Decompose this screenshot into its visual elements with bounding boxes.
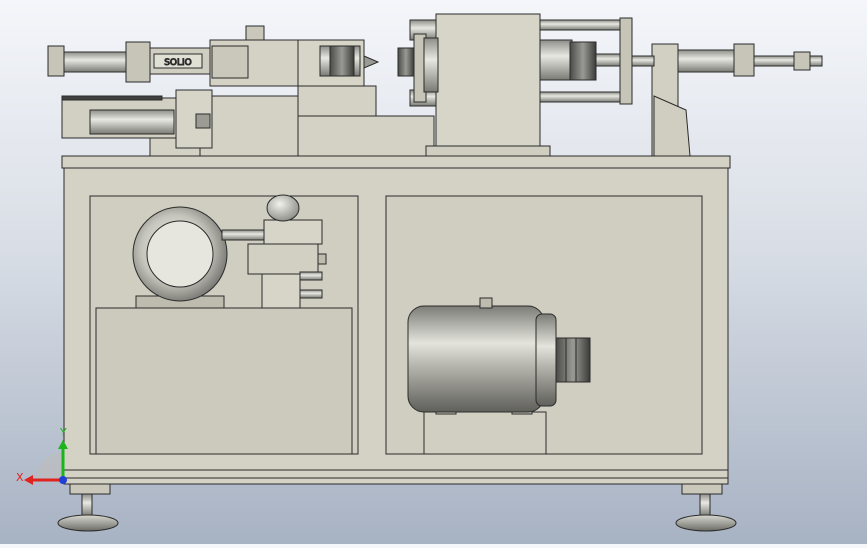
triad-x-label: X: [16, 471, 24, 484]
left-hydraulic-cylinder: SOLIO: [47, 25, 299, 87]
tie-rods: [539, 17, 633, 105]
bottom-rail: [63, 469, 729, 485]
motor-pulley: [555, 337, 591, 383]
motor-base: [423, 411, 547, 455]
spindle-housing: [297, 39, 380, 87]
motor-body: [407, 305, 545, 413]
leveling-feet: [57, 483, 737, 532]
spindle-pulley: [569, 41, 597, 81]
right-foot-pad: [675, 514, 737, 532]
left-foot-stem: [81, 493, 93, 517]
filter-cap: [266, 194, 300, 222]
cylinder-label-plate: [153, 53, 203, 69]
triad-y-label: Y: [59, 426, 67, 439]
tool-carriage: [61, 89, 213, 149]
axis-triad: X Y: [16, 426, 68, 485]
triad-arc: [36, 453, 63, 480]
table-top: [61, 155, 731, 169]
left-foot-block: [69, 483, 111, 495]
cylinder-label-text: SOLIO: [164, 58, 192, 68]
hydraulic-unit: [95, 194, 353, 455]
right-foot-stem: [699, 493, 711, 517]
drive-motor: [407, 297, 591, 455]
valve-block: [247, 243, 319, 275]
right-foot-block: [681, 483, 723, 495]
right-hydraulic-cylinder: [631, 43, 823, 157]
left-foot-pad: [57, 514, 119, 532]
triad-z-axis: [59, 476, 67, 484]
headstock: [397, 13, 551, 157]
oil-tank: [95, 307, 353, 455]
